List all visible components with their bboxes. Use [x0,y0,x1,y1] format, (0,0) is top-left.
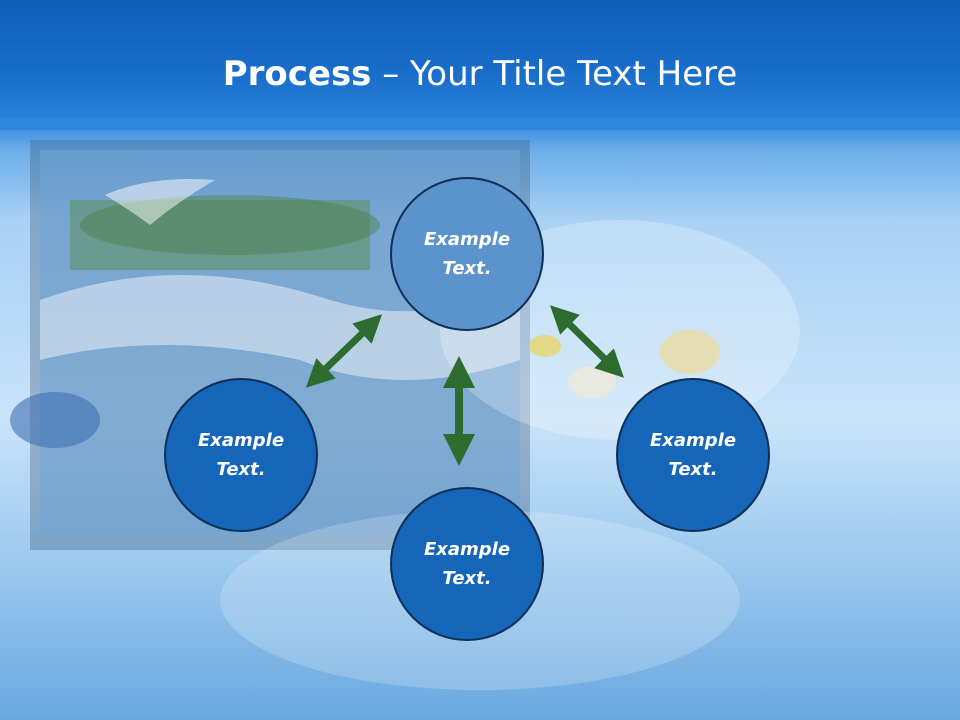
arrow-top-left [305,314,383,388]
fish-left [10,392,100,448]
node-right[interactable]: Example Text. [616,378,770,532]
title-bar-fade [0,118,960,148]
title-bar [0,0,960,130]
slide-title: Process – Your Title Text Here [0,52,960,96]
node-left[interactable]: Example Text. [164,378,318,532]
title-rest: – Your Title Text Here [371,54,738,94]
fish-right [660,330,720,374]
island [70,200,370,270]
wave [40,275,520,380]
node-top-label: Example Text. [423,229,511,279]
seagull [105,179,215,225]
node-left-label: Example Text. [197,430,285,480]
node-bottom[interactable]: Example Text. [390,487,544,641]
node-right-label: Example Text. [649,430,737,480]
node-bottom-label: Example Text. [423,539,511,589]
node-top[interactable]: Example Text. [390,177,544,331]
arrow-top-right [550,305,624,378]
title-bold: Process [222,54,372,94]
